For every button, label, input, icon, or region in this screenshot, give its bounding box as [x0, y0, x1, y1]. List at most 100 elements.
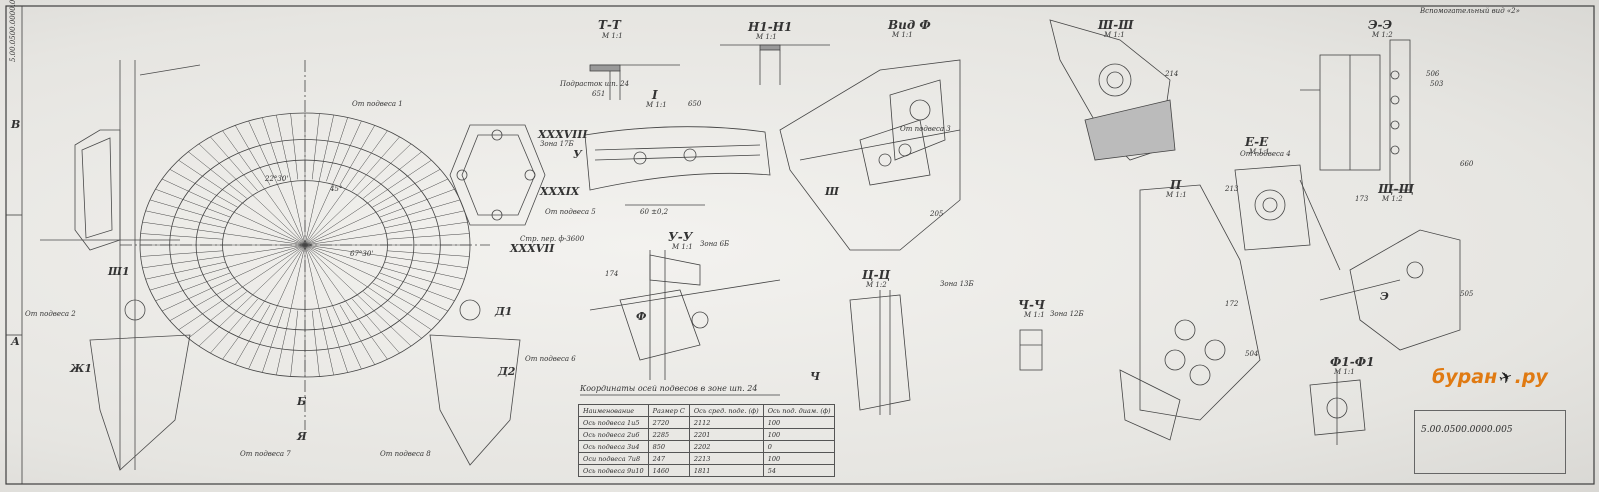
disk-spoke — [304, 244, 362, 370]
disk-spoke — [311, 113, 320, 180]
logo-text-left: буран — [1432, 366, 1498, 388]
table-cell: Ось подвеса 3и4 — [578, 440, 649, 453]
disk-spoke — [363, 151, 422, 199]
disk-spoke — [210, 298, 258, 354]
sheet-frame — [5, 5, 1595, 485]
disk-spoke — [326, 308, 348, 373]
label-ot-podvesa-7: От подвеса 7 — [240, 450, 291, 458]
mark-u: У — [573, 148, 582, 161]
view-title-f: Вид Ф — [888, 18, 931, 32]
label-ot-podvesa-1: От подвеса 1 — [352, 100, 403, 108]
table-cell: Оси подвеса 7и8 — [578, 452, 649, 465]
section-scale-n1-n1: М 1:1 — [756, 33, 777, 41]
disk-spoke — [155, 188, 231, 218]
section-scale-f1-f1: М 1:1 — [1334, 368, 1355, 376]
disk-spoke — [262, 117, 284, 182]
label-dim-650: 650 — [688, 100, 702, 108]
disk-spoke — [188, 151, 247, 199]
section-title-ts-ts: Ц-Ц — [862, 268, 891, 282]
label-str-line: Стр. пер. ф-3600 — [520, 235, 585, 243]
disk-spoke — [248, 120, 306, 246]
disk-spoke — [304, 244, 388, 360]
label-ot-podvesa-3: От подвеса 3 — [900, 125, 951, 133]
label-angle-1: 22°30' — [265, 175, 289, 183]
coord-table-title: Координаты осей подвесов в зоне шп. 24 — [580, 384, 758, 393]
table-cell: 2285 — [647, 428, 690, 441]
disk-spoke — [304, 143, 412, 246]
disk-spoke — [304, 178, 449, 246]
disk-spoke — [339, 304, 375, 365]
mark-e: Э — [1380, 290, 1389, 303]
table-cell: 2112 — [688, 416, 764, 429]
section-e-e — [1300, 39, 1411, 191]
section-title-n1-n1: Н1-Н1 — [748, 20, 793, 34]
section-title-p: П — [1170, 178, 1182, 192]
disk-spoke — [384, 261, 465, 280]
section-title-shch-shch: Щ-Щ — [1378, 182, 1415, 196]
mark-b: Б — [297, 395, 307, 408]
table-cell: Ось подвеса 1и5 — [578, 416, 649, 429]
disk-spoke — [161, 244, 306, 312]
disk-spoke — [304, 199, 461, 246]
logo-text-right: .ру — [1514, 366, 1548, 388]
disk-spoke — [304, 244, 468, 269]
label-dim-503: 503 — [1430, 80, 1444, 88]
disk-spoke — [149, 199, 306, 246]
section-i-plate — [584, 126, 771, 206]
section-scale-ch-ch: М 1:1 — [1024, 311, 1045, 319]
disk-spoke — [304, 130, 388, 246]
shuttle-icon: ✈ — [1496, 366, 1516, 389]
table-cell: 2202 — [688, 440, 764, 453]
zone-letter-b: В — [11, 118, 21, 131]
section-ye-ye — [1234, 164, 1341, 271]
disk-spoke — [149, 244, 306, 291]
label-ot-podvesa-4: От подвеса 4 — [1240, 150, 1291, 158]
disk-spoke — [198, 244, 306, 347]
disk-spoke — [142, 221, 306, 246]
section-title-sh-sh: Ш-Ш — [1098, 18, 1134, 32]
label-dim-213: 213 — [1225, 185, 1239, 193]
disk-spoke — [262, 308, 284, 373]
table-cell: 247 — [647, 452, 690, 465]
section-scale-p: М 1:1 — [1166, 191, 1187, 199]
table-cell: Ось подвеса 9и10 — [578, 464, 649, 477]
section-y-y — [589, 250, 781, 380]
disk-spoke — [210, 136, 258, 192]
table-cell: Размер С — [647, 404, 690, 417]
section-scale-t-t: М 1:1 — [602, 32, 623, 40]
table-cell: Ось подвеса 2и6 — [578, 428, 649, 441]
table-cell: 1460 — [647, 464, 690, 477]
label-zona-17b: Зона 17Б — [540, 140, 574, 148]
disk-spoke — [352, 136, 400, 192]
disk-spoke — [276, 244, 306, 376]
mark-ch: Ч — [810, 370, 821, 383]
label-dim-214: 214 — [1165, 70, 1179, 78]
section-title-ye-ye: Е-Е — [1245, 135, 1269, 149]
table-cell: 2720 — [647, 416, 690, 429]
mark-ya: Я — [297, 430, 307, 443]
disk-spoke — [188, 291, 247, 339]
label-dim-174: 174 — [605, 270, 619, 278]
mark-sh1: Ш1 — [108, 265, 130, 278]
table-cell: Ось под. диам. (ф) — [762, 404, 836, 417]
disk-spoke — [363, 291, 422, 339]
disk-spoke — [304, 159, 432, 246]
label-ot-podvesa-6: От подвеса 6 — [525, 355, 576, 363]
mark-sh: Ш — [825, 185, 839, 198]
table-cell: 100 — [762, 416, 836, 429]
section-title-i: I — [652, 88, 658, 102]
section-scale-ts-ts: М 1:2 — [866, 281, 887, 289]
left-bracket-assembly — [40, 60, 521, 471]
table-cell: 2201 — [688, 428, 764, 441]
detail-mark-xxxix: XXXIX — [540, 185, 580, 198]
disk-spoke — [142, 244, 306, 269]
disk-spoke — [145, 261, 226, 280]
section-title-e-e: Э-Э — [1368, 18, 1393, 32]
